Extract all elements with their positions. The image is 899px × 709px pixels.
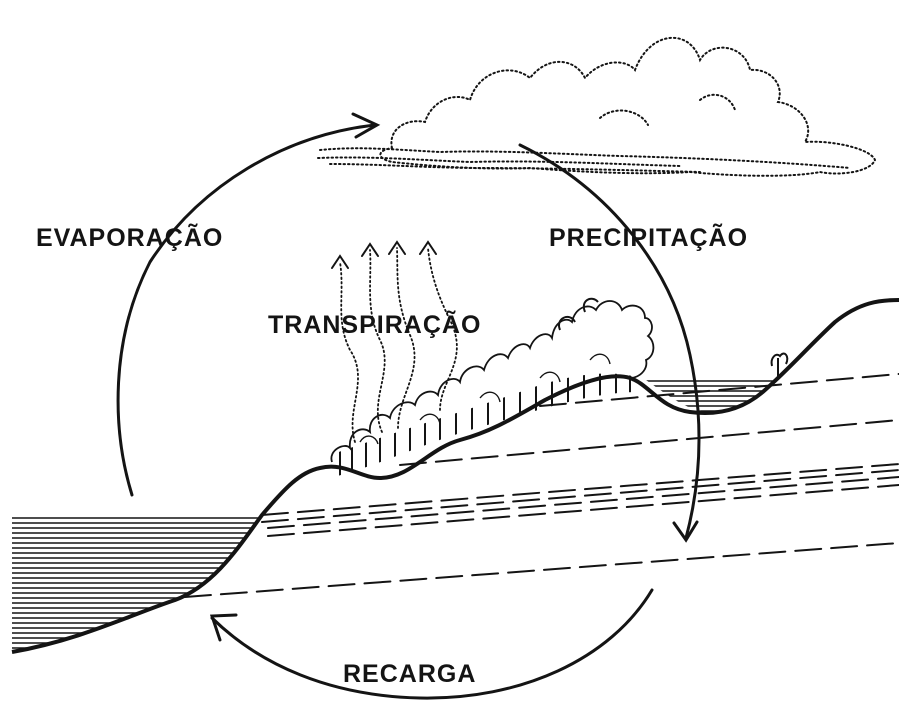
recharge-arrowhead bbox=[209, 613, 238, 642]
label-recharge: RECARGA bbox=[343, 660, 477, 688]
precipitation-arrowhead bbox=[672, 520, 699, 543]
label-evaporation: EVAPORAÇÃO bbox=[36, 224, 224, 252]
cycle-arrows bbox=[116, 112, 701, 700]
tree-right bbox=[770, 352, 789, 376]
transpiration-vapor bbox=[339, 247, 458, 443]
precipitation-arc bbox=[518, 143, 701, 540]
label-precipitation: PRECIPITAÇÃO bbox=[549, 224, 749, 252]
aquifer-strata bbox=[184, 373, 899, 598]
evaporation-arrowhead bbox=[351, 112, 381, 139]
cloud bbox=[317, 36, 877, 177]
vapor-arrowheads bbox=[331, 240, 437, 269]
label-transpiration: TRANSPIRAÇÃO bbox=[268, 311, 482, 339]
evaporation-arc bbox=[116, 123, 377, 497]
recharge-arc bbox=[210, 588, 654, 700]
ground-surface bbox=[11, 298, 899, 654]
